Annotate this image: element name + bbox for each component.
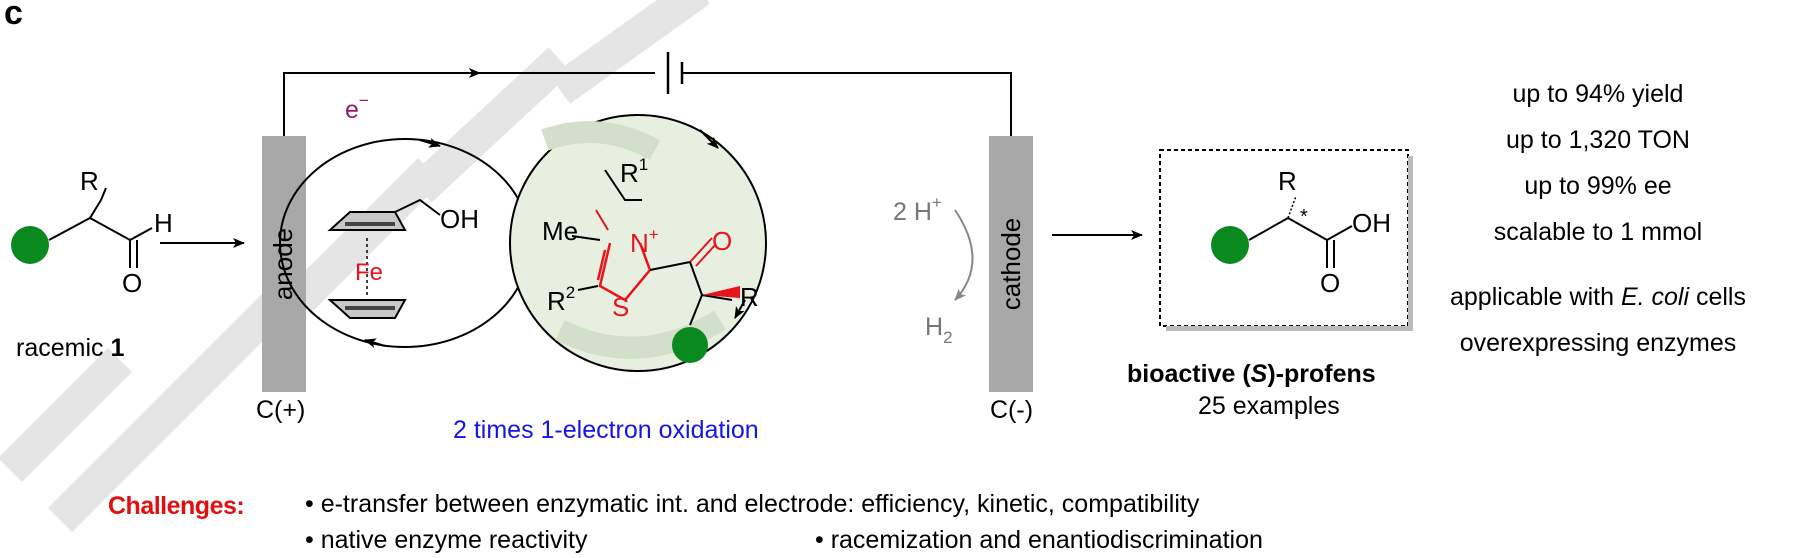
challenge-item: • native enzyme reactivity	[305, 526, 588, 554]
svg-text:*: *	[1300, 206, 1308, 228]
svg-text:H: H	[154, 208, 173, 238]
svg-text:R2: R2	[547, 283, 575, 316]
svg-text:O: O	[1320, 268, 1340, 298]
svg-text:Me: Me	[542, 216, 578, 246]
svg-text:S: S	[612, 292, 629, 322]
svg-text:OH: OH	[440, 204, 479, 234]
svg-text:H2: H2	[925, 313, 953, 347]
circuit-wire	[283, 68, 1012, 136]
cathode-charge-label: C(-)	[990, 396, 1034, 424]
result-scale: scalable to 1 mmol	[1493, 218, 1703, 246]
result-yield: up to 94% yield	[1512, 80, 1684, 108]
svg-text:2 H+: 2 H+	[893, 193, 942, 226]
panel-label: c	[4, 0, 23, 32]
challenge-item: • e-transfer between enzymatic int. and …	[305, 490, 1200, 518]
anode-charge-label: C(+)	[256, 396, 306, 424]
svg-text:R1: R1	[620, 155, 648, 188]
svg-text:R: R	[80, 166, 99, 196]
product-title: bioactive (S)-profens	[1127, 360, 1376, 388]
challenge-item: • racemization and enantiodiscrimination	[815, 526, 1263, 554]
anode-electrode	[262, 136, 306, 392]
product-box	[1159, 149, 1413, 331]
svg-text:Fe: Fe	[355, 259, 383, 286]
aryl-group-ball	[1211, 226, 1249, 264]
result-ton: up to 1,320 TON	[1506, 126, 1690, 154]
oxidation-note: 2 times 1-electron oxidation	[453, 416, 759, 444]
proton-reduction: 2 H+ H2	[893, 193, 974, 347]
svg-text:R: R	[740, 282, 759, 312]
ferrocene-mediator: Fe OH	[327, 198, 479, 319]
substrate-molecule: R H O	[11, 166, 173, 298]
thiazolium-intermediate: R1 Me N+ S R2 O R	[542, 155, 759, 363]
product-examples: 25 examples	[1198, 392, 1340, 420]
svg-text:OH: OH	[1352, 208, 1391, 238]
challenges-heading: Challenges:	[108, 492, 245, 520]
enzyme-intermediate	[509, 114, 767, 372]
watermark	[0, 0, 710, 533]
result-ee: up to 99% ee	[1524, 172, 1672, 200]
result-ecoli: applicable with E. coli cells	[1450, 283, 1746, 311]
product-molecule: R * OH O	[1211, 166, 1391, 298]
mediator-cycle	[279, 138, 531, 348]
battery-icon	[666, 52, 684, 94]
cathode-label: cathode	[996, 218, 1026, 311]
aryl-group-ball	[11, 226, 49, 264]
aryl-group-ball	[672, 327, 708, 363]
cathode-electrode	[989, 136, 1033, 392]
svg-text:O: O	[122, 268, 142, 298]
result-enzymes: overexpressing enzymes	[1459, 329, 1737, 357]
electron-label: e−	[345, 91, 369, 124]
svg-text:N+: N+	[630, 225, 659, 258]
svg-text:R: R	[1278, 166, 1297, 196]
substrate-caption: racemic 1	[16, 334, 125, 362]
svg-text:O: O	[712, 226, 732, 256]
